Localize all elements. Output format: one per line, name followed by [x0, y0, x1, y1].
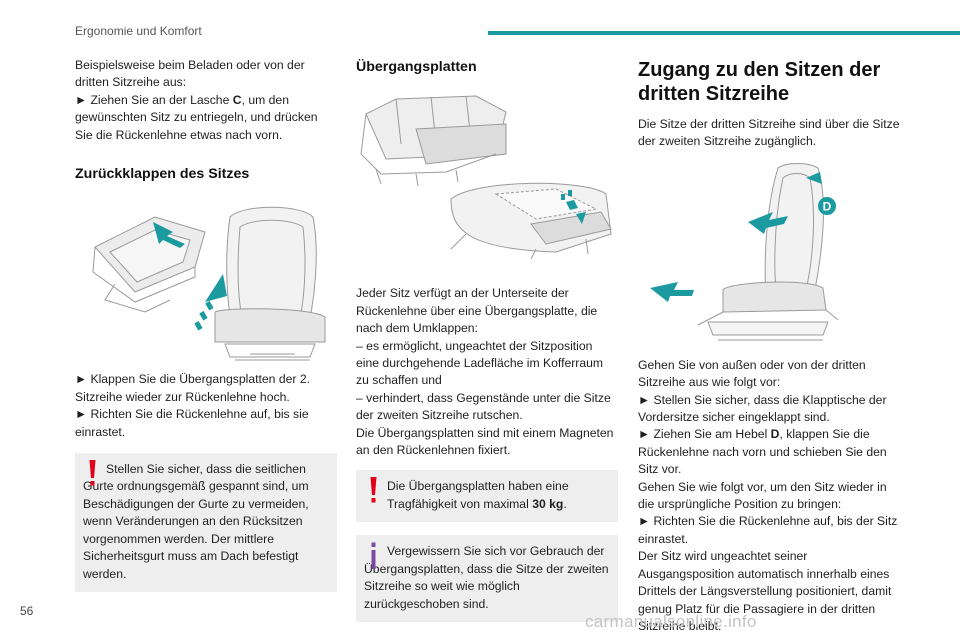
svg-text:D: D	[823, 199, 832, 213]
section-heading: Übergangsplatten	[356, 59, 477, 75]
transition-plates-illustration	[360, 95, 612, 260]
page-number: 56	[20, 604, 34, 618]
column-right: Zugang zu den Sitzen der dritten Sitzrei…	[638, 58, 900, 635]
warning-icon	[89, 460, 96, 486]
body-paragraph: Gehen Sie von außen oder von der dritten…	[638, 357, 866, 390]
header-accent-bar	[488, 31, 960, 35]
warning-note: Stellen Sie sicher, dass die seitlichen …	[75, 453, 337, 592]
body-paragraph: Die Übergangsplatten sind mit einem Magn…	[356, 425, 614, 458]
body-paragraph: Jeder Sitz verfügt an der Unterseite der…	[356, 286, 598, 336]
warning-text: Stellen Sie sicher, dass die seitlichen …	[83, 462, 309, 581]
body-paragraph: – es ermöglicht, ungeachtet der Sitzposi…	[356, 338, 604, 388]
instruction-step: ► Klappen Sie die Übergangsplatten der 2…	[75, 372, 310, 404]
warning-note: Die Übergangsplatten haben eine Tragfähi…	[356, 470, 618, 523]
instruction-step: ► Ziehen Sie am Hebel D, klappen Sie die…	[638, 427, 887, 477]
body-paragraph: Gehen Sie wie folgt vor, um den Sitz wie…	[638, 479, 887, 512]
info-note: Vergewissern Sie sich vor Gebrauch der Ü…	[356, 535, 618, 622]
intro-text: Beispielsweise beim Beladen oder von der…	[75, 58, 305, 90]
warning-text: Die Übergangsplatten haben eine Tragfähi…	[387, 479, 569, 511]
warning-icon	[370, 477, 377, 503]
instruction-step: ► Richten Sie die Rückenlehne auf, bis s…	[75, 407, 309, 439]
callout-badge: D	[818, 196, 836, 215]
section-heading: Zugang zu den Sitzen der dritten Sitzrei…	[638, 59, 881, 105]
instruction-step: ► Ziehen Sie an der Lasche C, um den gew…	[75, 92, 318, 142]
column-middle: Übergangsplatten Jeder Sitz verfügt an d…	[356, 57, 618, 622]
info-icon	[371, 542, 376, 570]
instruction-step: ► Stellen Sie sicher, dass die Klapptisc…	[638, 392, 887, 425]
instruction-step: ► Richten Sie die Rückenlehne auf, bis d…	[638, 514, 898, 546]
seat-access-illustration: D	[650, 162, 839, 341]
watermark-text: carmanualsonline.info	[585, 612, 757, 631]
body-paragraph: Der Sitz wird ungeachtet seiner Ausgangs…	[638, 549, 892, 633]
section-heading: Zurückklappen des Sitzes	[75, 166, 250, 183]
section-header: Ergonomie und Komfort	[75, 24, 202, 38]
column-left: Beispielsweise beim Beladen oder von der…	[75, 57, 337, 592]
intro-text: Die Sitze der dritten Sitzreihe sind übe…	[638, 117, 900, 149]
body-paragraph: – verhindert, dass Gegenstände unter die…	[356, 390, 611, 423]
seat-fold-back-illustration	[92, 207, 326, 361]
info-text: Vergewissern Sie sich vor Gebrauch der Ü…	[364, 544, 609, 611]
